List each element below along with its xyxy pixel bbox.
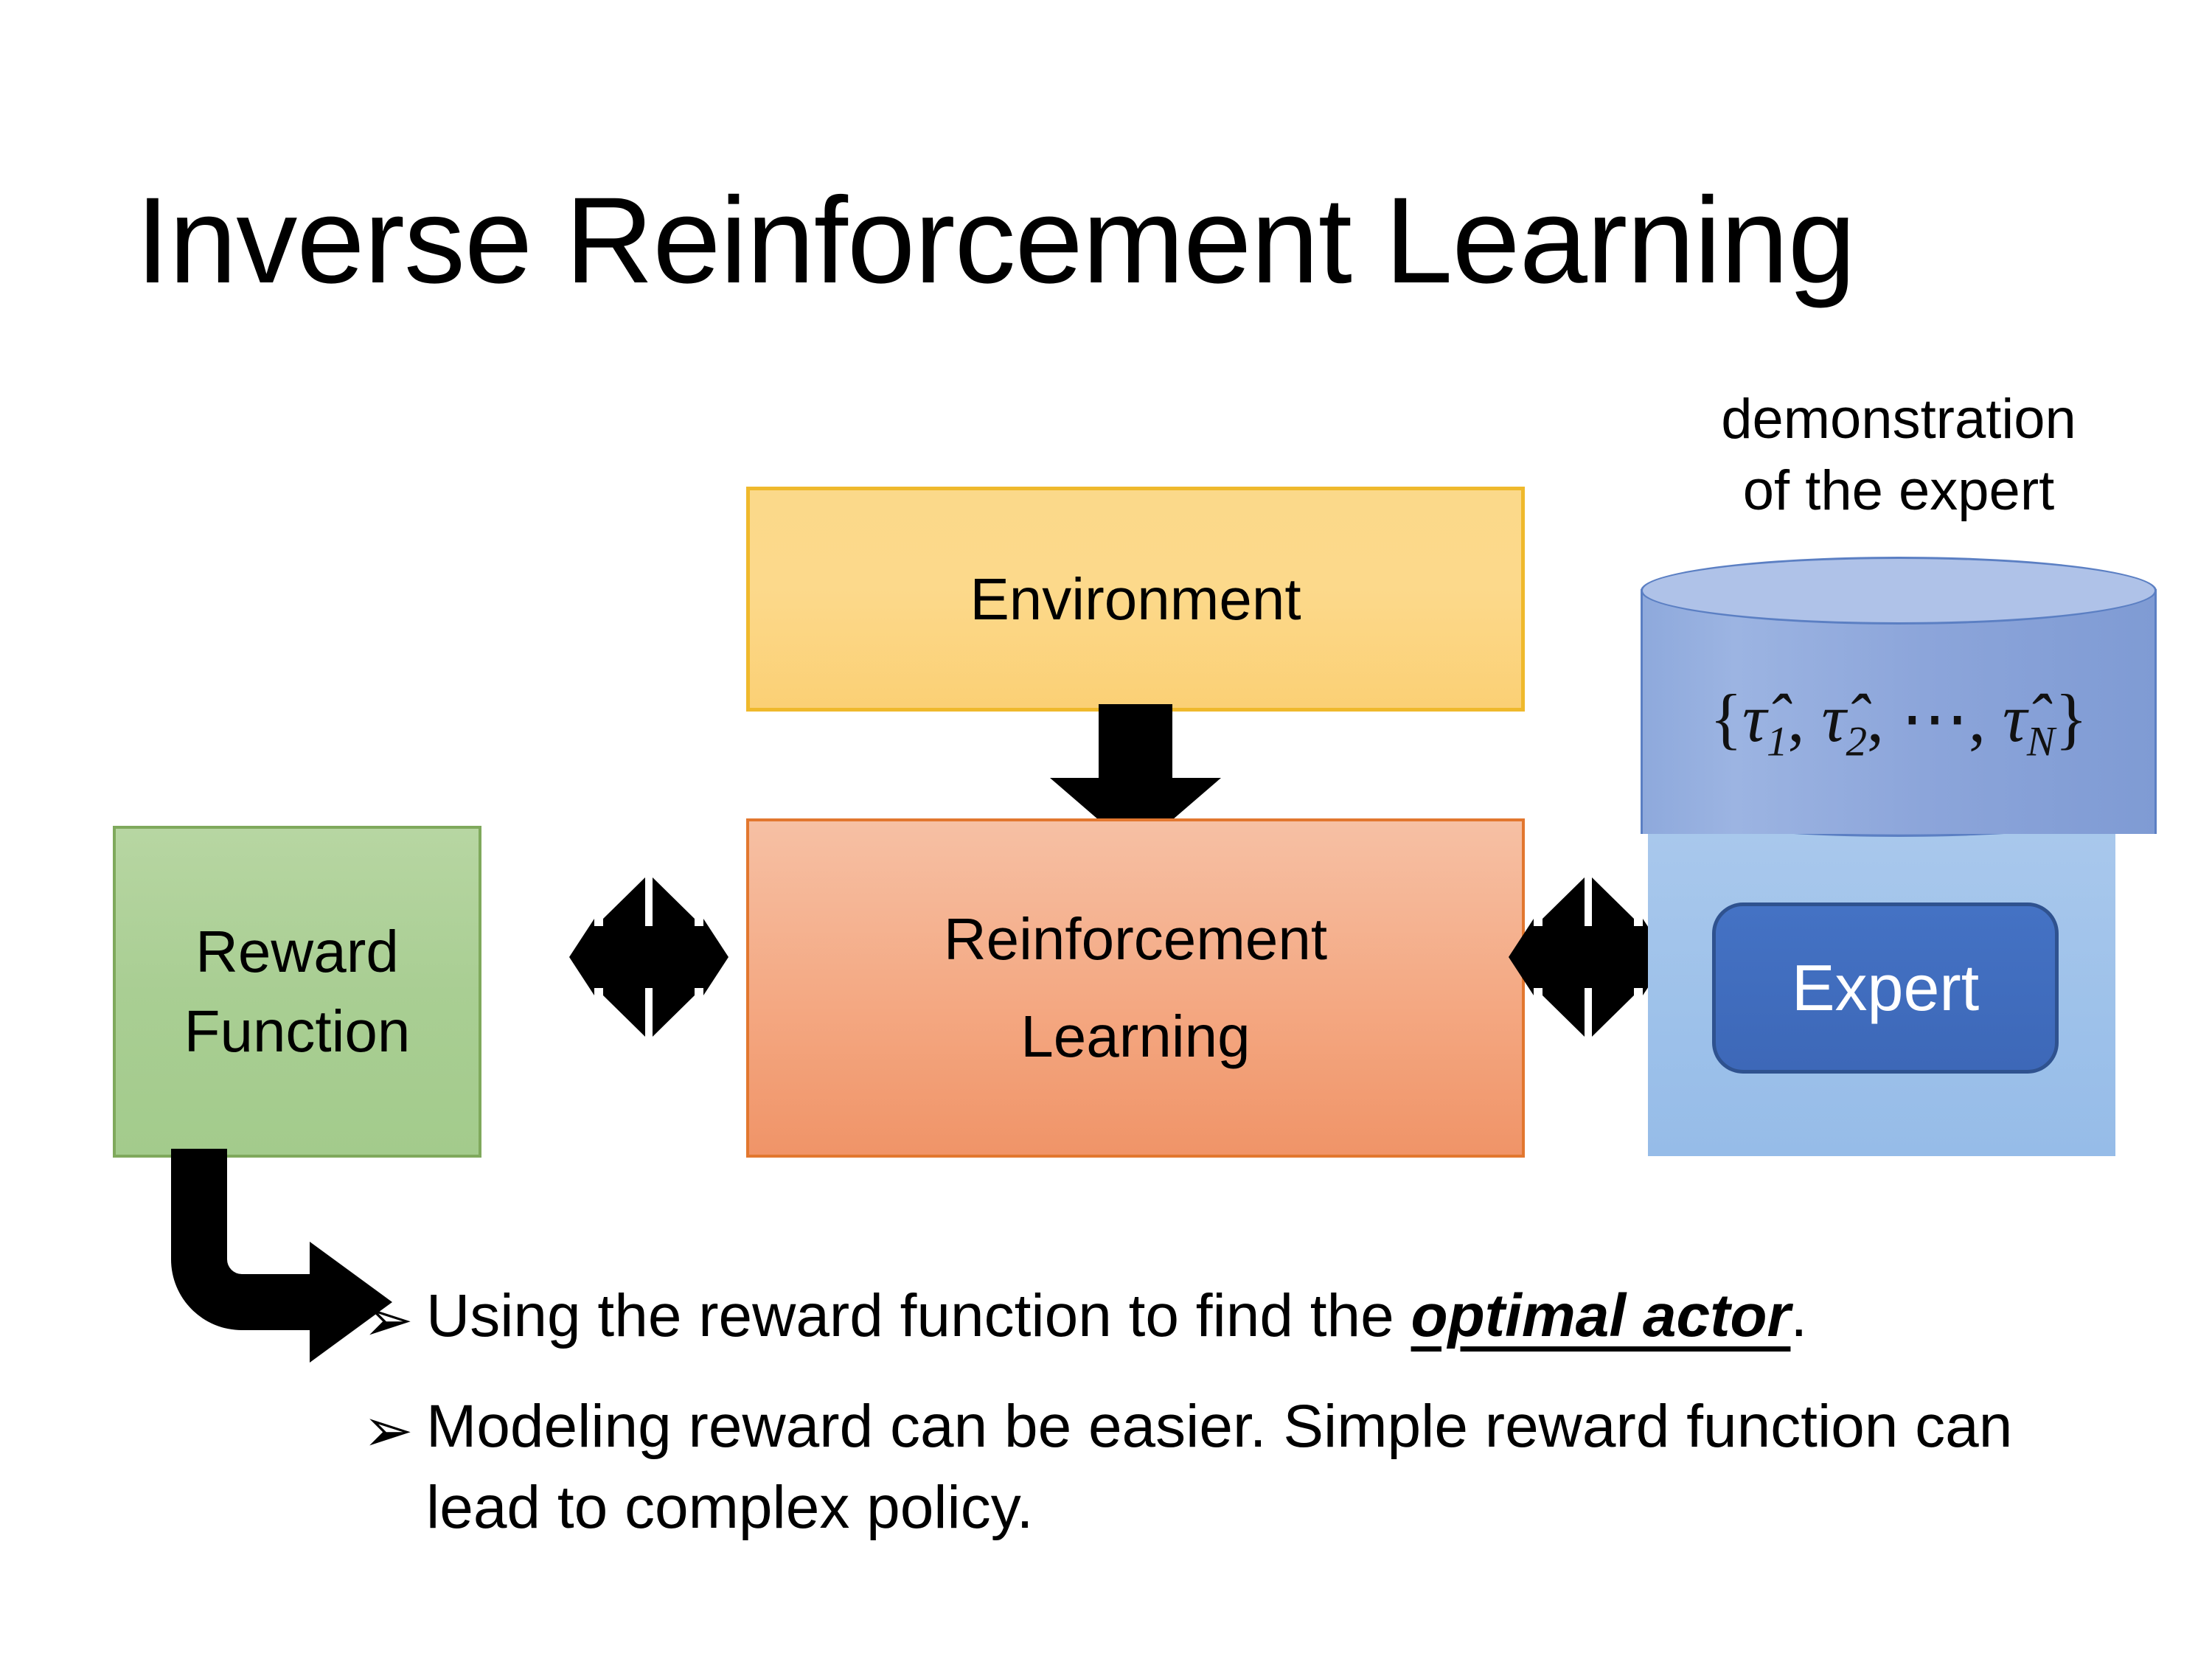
formula-sub-1: 1 (1766, 718, 1788, 765)
formula-close-brace: } (2054, 681, 2088, 756)
arrow-reward-to-bullets (171, 1149, 392, 1363)
trajectory-set-formula: {τ̂1, τ̂2, ⋯, τ̂N} (1641, 678, 2157, 765)
arrow-reward-to-rl (569, 877, 728, 1037)
reinforcement-learning-label: Reinforcement Learning (944, 891, 1327, 1085)
arrow-environment-to-rl (1050, 704, 1221, 852)
expert-box: Expert (1712, 902, 2059, 1074)
formula-open-brace: { (1709, 681, 1743, 756)
bullet-emphasis: optimal actor (1411, 1282, 1791, 1349)
formula-tau-n: τ̂ (2002, 681, 2027, 756)
reinforcement-learning-box: Reinforcement Learning (746, 818, 1525, 1158)
formula-sep-1: , (1787, 681, 1822, 756)
demonstrations-cylinder: {τ̂1, τ̂2, ⋯, τ̂N} (1641, 557, 2157, 866)
cylinder-top-ellipse (1641, 557, 2157, 625)
bullet-text: Using the reward function to find the op… (426, 1276, 2059, 1357)
page-title: Inverse Reinforcement Learning (135, 173, 1856, 309)
reinforcement-learning-label-line1: Reinforcement (943, 906, 1328, 972)
demonstration-caption: demonstration of the expert (1626, 383, 2171, 527)
bullet-text-before: Using the reward function to find the (426, 1282, 1411, 1349)
bullet-arrow-icon: ➢ (363, 1287, 414, 1354)
demonstration-caption-line2: of the expert (1742, 459, 2055, 523)
list-item: ➢ Using the reward function to find the … (363, 1276, 2059, 1361)
environment-box: Environment (746, 487, 1525, 712)
demonstration-caption-line1: demonstration (1721, 388, 2076, 451)
environment-label: Environment (970, 566, 1301, 632)
formula-sub-n: N (2026, 718, 2055, 765)
reward-function-box: Reward Function (113, 826, 481, 1158)
bullet-arrow-icon: ➢ (363, 1397, 414, 1464)
formula-tau-2: τ̂ (1821, 681, 1846, 756)
expert-label: Expert (1791, 951, 1980, 1024)
bullet-list: ➢ Using the reward function to find the … (363, 1276, 2059, 1573)
cylinder-body (1641, 589, 2157, 834)
reinforcement-learning-label-line2: Learning (1020, 1004, 1251, 1069)
formula-sub-2: 2 (1846, 718, 1867, 765)
reward-function-label-line2: Function (184, 998, 411, 1064)
reward-function-label: Reward Function (184, 912, 411, 1071)
reward-function-label-line1: Reward (195, 919, 399, 984)
arrow-rl-to-expert (1509, 877, 1668, 1037)
formula-tau-1: τ̂ (1742, 681, 1767, 756)
bullet-text-after: . (1790, 1282, 1808, 1349)
bullet-text: Modeling reward can be easier. Simple re… (426, 1392, 2013, 1541)
list-item: ➢ Modeling reward can be easier. Simple … (363, 1386, 2059, 1548)
formula-ellipsis: , ⋯, (1866, 681, 2003, 756)
